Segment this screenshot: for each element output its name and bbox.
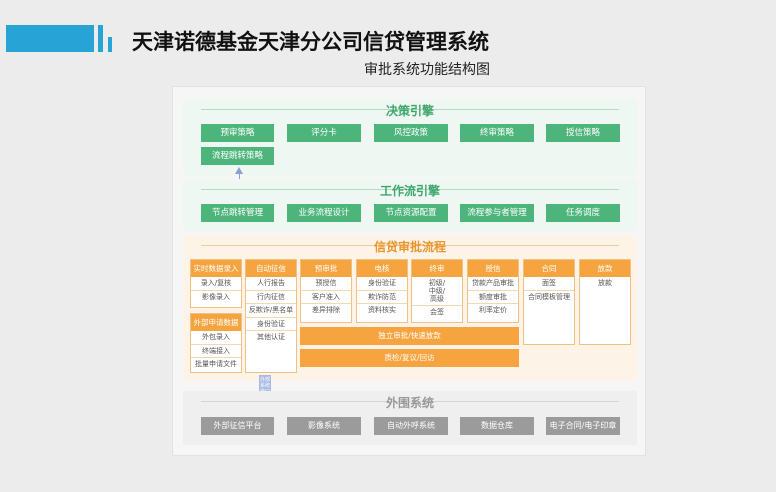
- decision-btn-scorecard[interactable]: 评分卡: [287, 124, 361, 142]
- peripheral-title: 外围系统: [385, 396, 434, 410]
- col-item[interactable]: 贷款产品审批: [468, 277, 518, 291]
- col-item[interactable]: 身份验证: [357, 277, 407, 291]
- decision-engine-title: 决策引擎: [385, 104, 434, 118]
- col-item[interactable]: 额度审批: [468, 291, 518, 304]
- col-head[interactable]: 实时数据录入: [191, 260, 241, 277]
- col-head[interactable]: 自动征信: [246, 260, 296, 277]
- col-pre-approval: 预审批 预授信 客户准入 差异排除: [300, 259, 352, 323]
- col-final-review: 终审 初级/ 中级/ 高级 会签: [411, 259, 463, 323]
- col-item[interactable]: 客户准入: [301, 291, 351, 304]
- col-item[interactable]: 放款: [598, 279, 612, 287]
- fast-approval-bar[interactable]: 独立审批/快速放款: [300, 327, 519, 345]
- col-item[interactable]: 终端接入: [191, 345, 241, 358]
- col-item[interactable]: 面签: [524, 277, 574, 291]
- col-item[interactable]: 反欺诈/黑名单: [246, 304, 296, 318]
- col-item[interactable]: 人行报告: [246, 277, 296, 291]
- peripheral-btn-auto-call[interactable]: 自动外呼系统: [374, 417, 448, 435]
- col-item[interactable]: 录入/复核: [191, 277, 241, 291]
- peripheral-btn-credit-platform[interactable]: 外部征信平台: [201, 417, 274, 435]
- col-phone-verify: 电核 身份验证 欺诈防范 资料核实: [356, 259, 408, 323]
- section-divider: [201, 401, 619, 402]
- col-data-entry: 实时数据录入 录入/复核 影像录入: [190, 259, 242, 308]
- decision-btn-credit-policy[interactable]: 授信策略: [546, 124, 620, 142]
- col-item[interactable]: 合同模板管理: [528, 292, 570, 301]
- peripheral-section: 外围系统 外部征信平台 影像系统 自动外呼系统 数据仓库 电子合同/电子印章: [183, 391, 637, 445]
- col-item[interactable]: 预授信: [301, 277, 351, 291]
- credit-approval-title: 信贷审批流程: [373, 240, 446, 254]
- decision-btn-final-review[interactable]: 终审策略: [460, 124, 534, 142]
- diagram-panel: 决策引擎 预审策略 评分卡 风控政策 终审策略 授信策略 流程跳转策略 工作流引…: [172, 86, 646, 456]
- col-item[interactable]: 外包录入: [191, 331, 241, 345]
- workflow-btn-node-jump[interactable]: 节点跳转管理: [201, 204, 274, 222]
- decision-engine-section: 决策引擎 预审策略 评分卡 风控政策 终审策略 授信策略 流程跳转策略: [183, 99, 637, 175]
- col-item[interactable]: 欺诈防范: [357, 291, 407, 304]
- arrow-up-icon: [235, 167, 243, 174]
- peripheral-btn-image-system[interactable]: 影像系统: [287, 417, 361, 435]
- decision-btn-flow-jump[interactable]: 流程跳转策略: [201, 147, 274, 165]
- credit-approval-section: 信贷审批流程 实时数据录入 录入/复核 影像录入 外部申请数据 外包录入 终端接…: [183, 235, 637, 381]
- header-accent-strip-small: [108, 37, 112, 52]
- section-divider: [201, 245, 619, 246]
- section-divider: [201, 189, 619, 190]
- col-head[interactable]: 合同: [524, 260, 574, 277]
- col-loan-release: 放款 放款: [579, 259, 631, 345]
- col-auto-credit: 自动征信 人行报告 行内征信 反欺诈/黑名单 身份验证 其他认证: [245, 259, 297, 373]
- peripheral-btn-data-warehouse[interactable]: 数据仓库: [460, 417, 534, 435]
- col-head[interactable]: 授信: [468, 260, 518, 277]
- qc-review-bar[interactable]: 质检/复议/回访: [300, 349, 519, 367]
- col-item[interactable]: 批量申请文件: [195, 360, 237, 368]
- header-bar: 天津诺德基金天津分公司信贷管理系统: [0, 0, 776, 62]
- col-contract: 合同 面签 合同模板管理: [523, 259, 575, 345]
- col-item[interactable]: 影像录入: [202, 292, 230, 301]
- col-item[interactable]: 利率定价: [479, 306, 507, 314]
- col-item[interactable]: 其他认证: [257, 333, 285, 341]
- col-head[interactable]: 预审批: [301, 260, 351, 277]
- col-item[interactable]: 行内征信: [246, 291, 296, 304]
- diagram-subtitle: 审批系统功能结构图: [364, 62, 490, 78]
- peripheral-btn-e-contract[interactable]: 电子合同/电子印章: [546, 417, 620, 435]
- col-item[interactable]: 资料核实: [368, 306, 396, 314]
- col-head[interactable]: 外部申请数据: [191, 314, 241, 331]
- page-title: 天津诺德基金天津分公司信贷管理系统: [132, 29, 489, 54]
- decision-btn-risk-policy[interactable]: 风控政策: [374, 124, 448, 142]
- workflow-engine-title: 工作流引擎: [379, 184, 440, 198]
- decision-btn-prereview[interactable]: 预审策略: [201, 124, 274, 142]
- header-accent-strip: [98, 25, 103, 52]
- col-item[interactable]: 初级/ 中级/ 高级: [412, 277, 462, 306]
- section-divider: [201, 109, 619, 110]
- workflow-btn-participant[interactable]: 流程参与者管理: [460, 204, 534, 222]
- col-head[interactable]: 终审: [412, 260, 462, 277]
- workflow-btn-process-design[interactable]: 业务流程设计: [287, 204, 361, 222]
- workflow-engine-section: 工作流引擎 节点跳转管理 业务流程设计 节点资源配置 流程参与者管理 任务调度: [183, 179, 637, 231]
- col-head[interactable]: 放款: [580, 260, 630, 277]
- col-item[interactable]: 差异排除: [312, 306, 340, 314]
- workflow-btn-node-resource[interactable]: 节点资源配置: [374, 204, 448, 222]
- col-item[interactable]: 会签: [430, 308, 444, 316]
- header-accent-block: [6, 25, 94, 52]
- workflow-btn-task-schedule[interactable]: 任务调度: [546, 204, 620, 222]
- col-item[interactable]: 身份验证: [246, 318, 296, 331]
- col-credit-grant: 授信 贷款产品审批 额度审批 利率定价: [467, 259, 519, 323]
- col-head[interactable]: 电核: [357, 260, 407, 277]
- col-external-input: 外部申请数据 外包录入 终端接入 批量申请文件: [190, 313, 242, 373]
